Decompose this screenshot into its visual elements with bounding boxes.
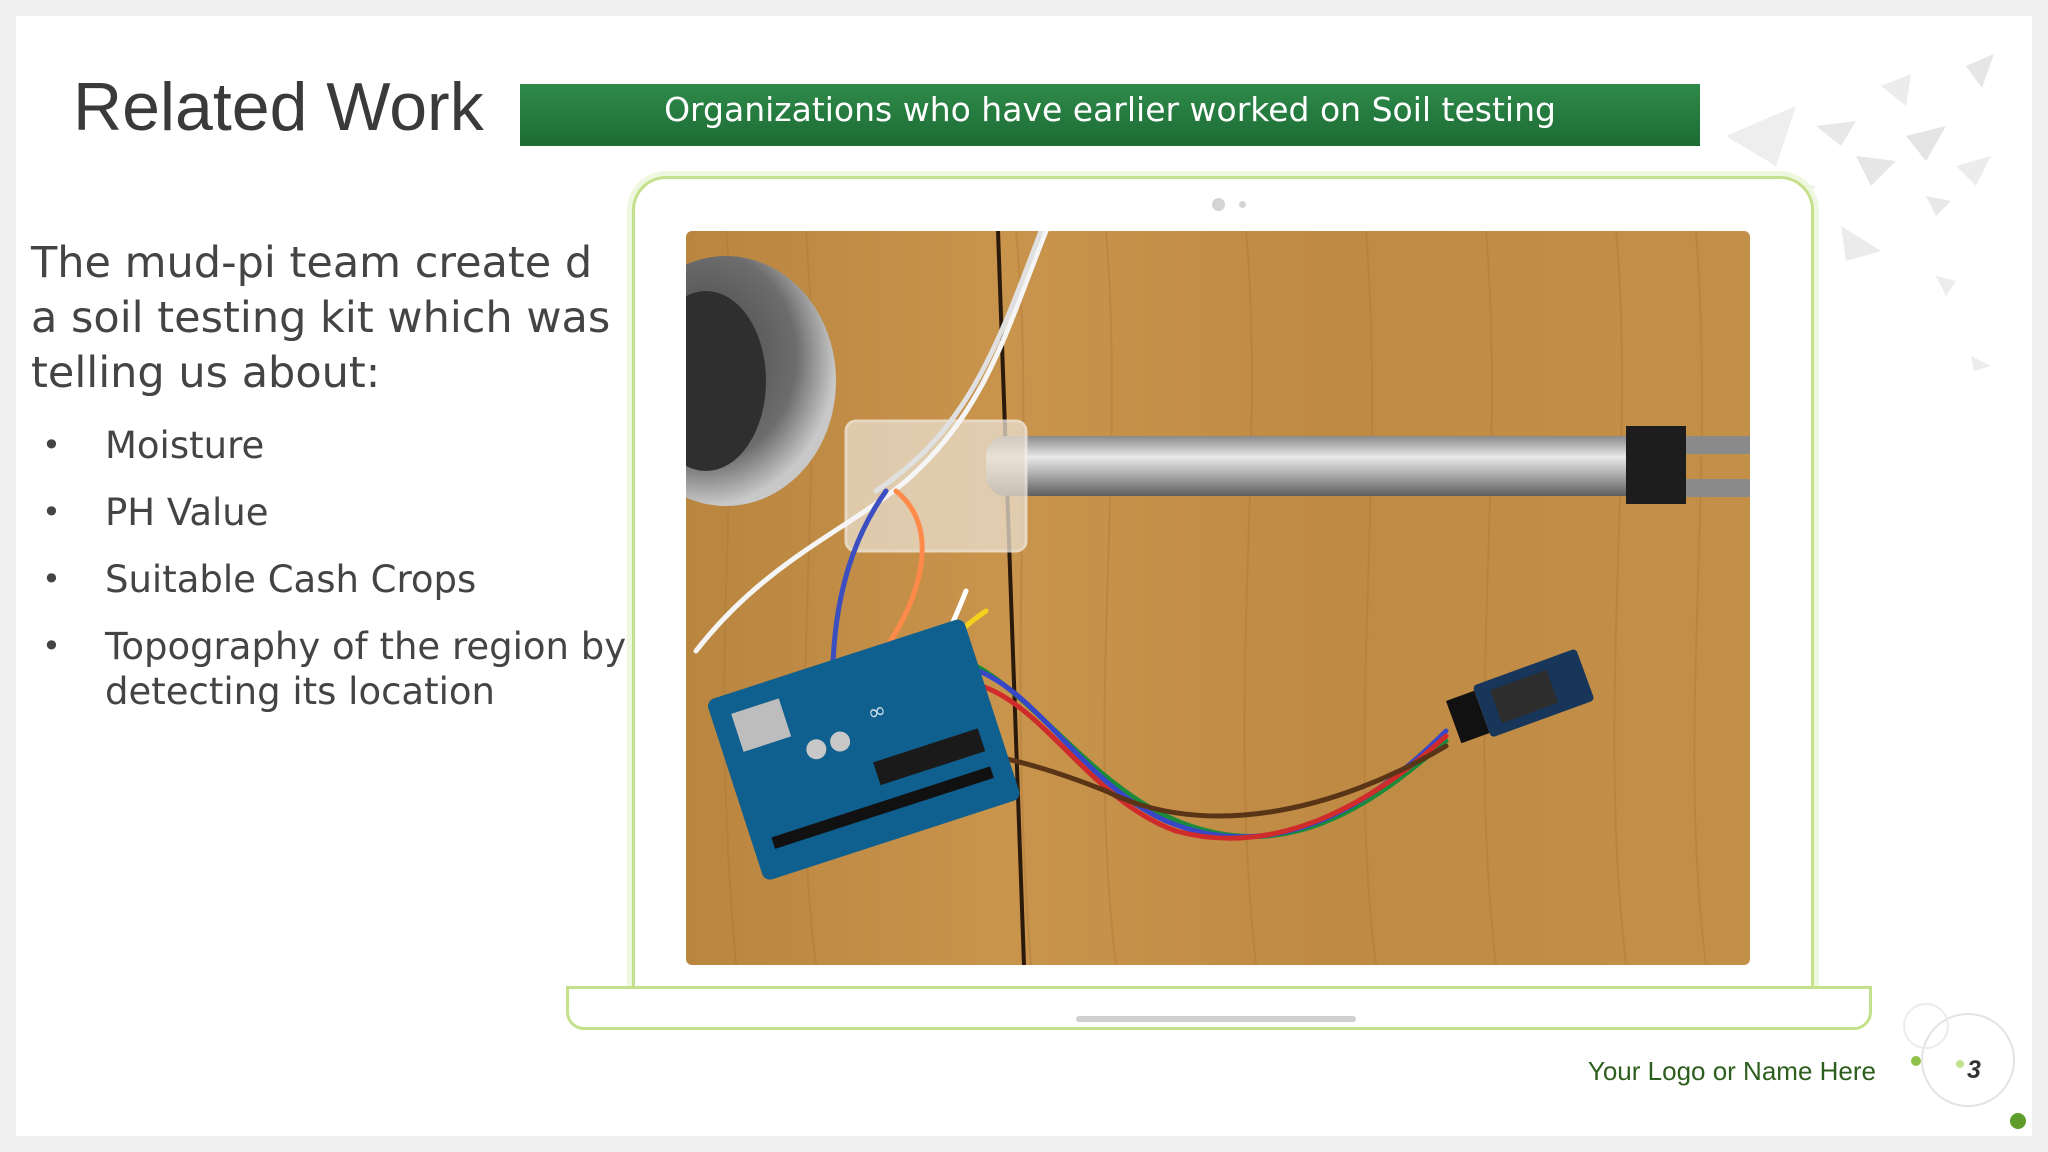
slide: Related Work Organizations who have earl… (16, 16, 2032, 1136)
bullet-item: • Topography of the region by detecting … (31, 624, 631, 714)
bullet-text: Topography of the region by detecting it… (105, 625, 627, 713)
footer-logo-text: Your Logo or Name Here (1587, 1056, 1876, 1086)
bullet-item: • PH Value (31, 490, 631, 535)
bullet-text: Moisture (105, 424, 265, 467)
bullet-dot: • (42, 426, 61, 464)
bullet-list: • Moisture • PH Value • Suitable Cash Cr… (31, 423, 631, 736)
subtitle-banner: Organizations who have earlier worked on… (520, 84, 1700, 146)
laptop-notch (1076, 1016, 1356, 1022)
page-number: 3 (1967, 1056, 1981, 1084)
slide-title: Related Work (73, 69, 484, 145)
soil-kit-photo: ∞ (686, 231, 1750, 965)
bullet-item: • Moisture (31, 423, 631, 468)
page-number-ornament (1903, 1003, 2026, 1129)
bullet-dot: • (42, 493, 61, 531)
bullet-text: Suitable Cash Crops (105, 558, 477, 601)
bullet-item: • Suitable Cash Crops (31, 557, 631, 602)
laptop-camera (1212, 198, 1225, 211)
intro-text: The mud-pi team create d a soil testing … (31, 238, 611, 398)
laptop-base (566, 986, 1872, 1030)
laptop-camera-indicator (1239, 201, 1246, 208)
bullet-text: PH Value (105, 491, 269, 534)
bullet-dot: • (42, 627, 61, 665)
bullet-dot: • (42, 560, 61, 598)
